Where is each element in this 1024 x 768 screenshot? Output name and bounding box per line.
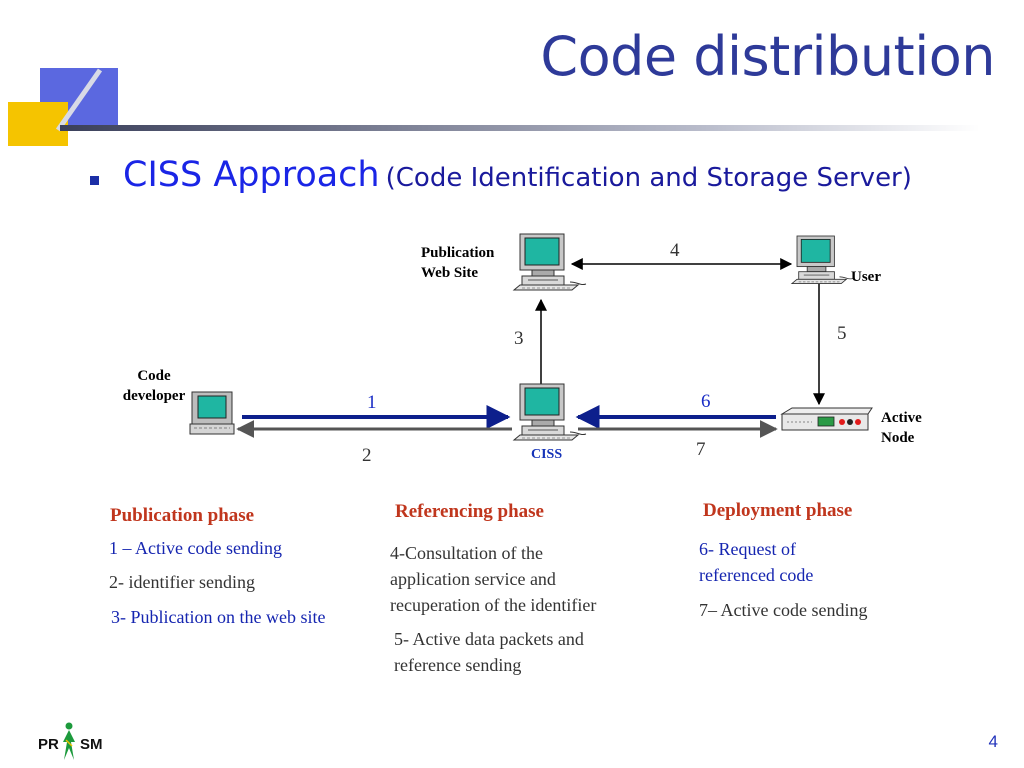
publication-step-2: 2- identifier sending <box>109 572 255 592</box>
logo-text-right: SM <box>80 736 103 753</box>
referencing-step-4: 4-Consultation of the application servic… <box>390 540 596 618</box>
developer-label-line1: Code <box>137 368 171 384</box>
edge-3-label: 3 <box>514 328 524 349</box>
header-decoration <box>8 68 980 146</box>
publication-step-1: 1 – Active code sending <box>109 538 282 558</box>
step-4-line3: recuperation of the identifier <box>390 595 597 615</box>
publication-server-icon <box>513 233 587 291</box>
edge-5-label: 5 <box>837 323 847 344</box>
active-node-label: Active Node <box>881 408 922 448</box>
publication-web-site-label: Publication Web Site <box>421 243 494 283</box>
deployment-step-7: 7– Active code sending <box>699 600 868 620</box>
deco-yellow-square <box>8 102 68 146</box>
title-underline <box>60 125 980 131</box>
edge-4-label: 4 <box>670 240 680 261</box>
deployment-phase-heading: Deployment phase <box>703 500 853 521</box>
active-node-label-line1: Active <box>881 410 922 426</box>
edge-6-label: 6 <box>701 391 711 412</box>
user-label: User <box>851 269 881 285</box>
active-node-router-icon <box>780 407 873 431</box>
developer-label-line2: developer <box>122 388 186 404</box>
ciss-label: CISS <box>531 447 563 462</box>
prism-logo: PR SM <box>38 722 108 762</box>
referencing-step-5: 5- Active data packets and reference sen… <box>394 626 584 678</box>
page-number: 4 <box>988 732 998 751</box>
edge-2-label: 2 <box>362 445 372 466</box>
step-5-line2: reference sending <box>394 655 522 675</box>
logo-text-left: PR <box>38 736 59 753</box>
publication-step-3: 3- Publication on the web site <box>111 607 326 627</box>
page-title: Code distribution <box>540 25 995 88</box>
active-node-label-line2: Node <box>881 430 915 446</box>
step-4-line1: 4-Consultation of the <box>390 543 543 563</box>
step-6-line1: 6- Request of <box>699 539 796 559</box>
step-5-line1: 5- Active data packets and <box>394 629 584 649</box>
bullet-sub: (Code Identification and Storage Server) <box>385 163 912 193</box>
publication-label-line2: Web Site <box>421 265 479 281</box>
bullet-main: CISS Approach <box>123 155 380 195</box>
publication-phase-heading: Publication phase <box>110 505 255 526</box>
step-6-line2: referenced code <box>699 565 814 585</box>
ciss-server-icon <box>513 383 587 441</box>
deco-diagonal <box>55 68 103 132</box>
prism-figure-icon <box>63 722 75 760</box>
bullet-marker <box>90 176 99 185</box>
code-developer-laptop-icon <box>189 391 235 435</box>
deployment-step-6: 6- Request of referenced code <box>699 536 813 588</box>
publication-label-line1: Publication <box>421 245 495 261</box>
user-computer-icon <box>791 235 854 285</box>
code-developer-label: Code developer <box>117 366 191 406</box>
step-4-line2: application service and <box>390 569 556 589</box>
edge-1-label: 1 <box>367 392 377 413</box>
edge-7-label: 7 <box>696 439 706 460</box>
bullet-text: CISS Approach(Code Identification and St… <box>123 155 912 195</box>
referencing-phase-heading: Referencing phase <box>395 501 544 522</box>
